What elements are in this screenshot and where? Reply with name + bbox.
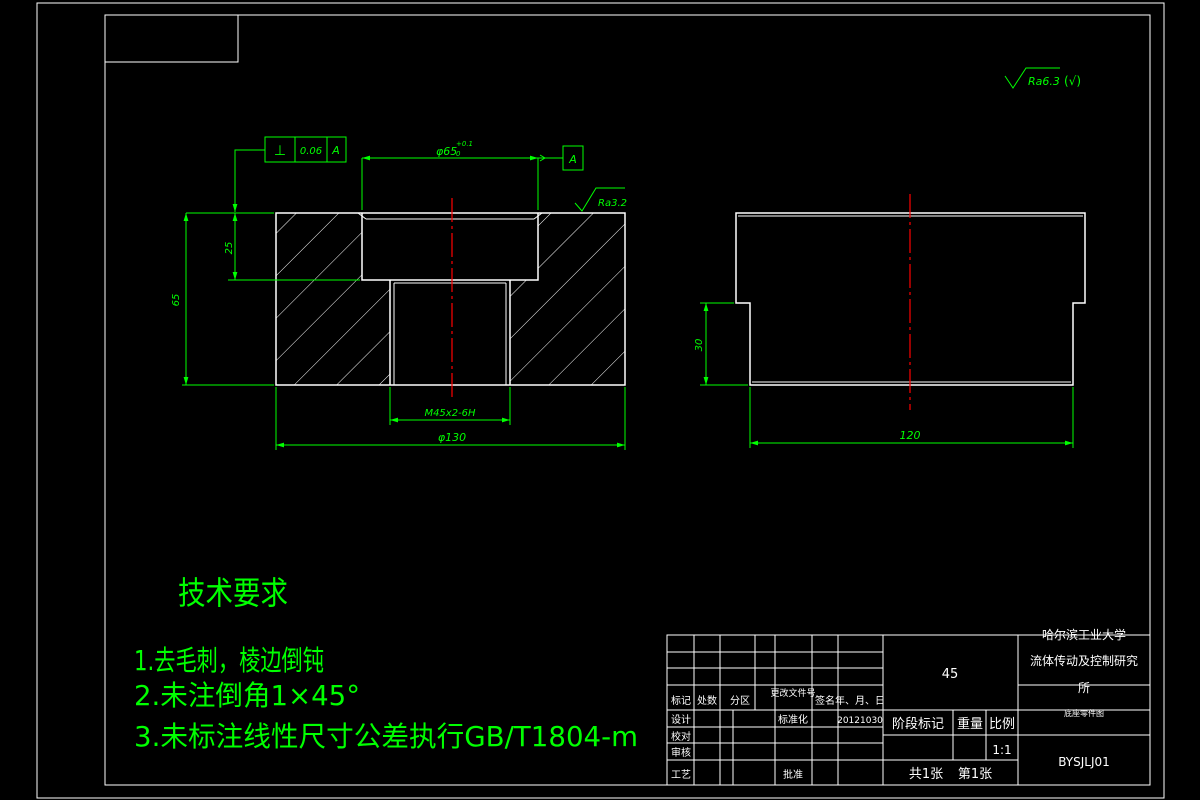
- general-roughness-bracket: (√): [1064, 74, 1081, 88]
- datum-box: [562, 145, 584, 171]
- tb-stage-mark: 阶段标记: [892, 717, 944, 732]
- dim-outer-diameter: φ130: [438, 431, 466, 444]
- dim-bore-tolerance: +0.1: [456, 140, 473, 148]
- tb-drawing-no: BYSJLJ01: [1058, 755, 1110, 769]
- tb-process: 工艺: [671, 769, 691, 781]
- tb-approve: 批准: [783, 768, 803, 781]
- section-hatch-right: [510, 213, 625, 385]
- tb-check: 校对: [671, 730, 691, 743]
- tech-item-3: 3.未标注线性尺寸公差执行GB/T1804-m: [134, 720, 638, 753]
- tb-header-date: 年、月、日: [835, 694, 885, 707]
- tech-item-2: 2.未注倒角1×45°: [134, 679, 360, 712]
- dim-height: 65: [171, 294, 182, 307]
- tb-header-count: 处数: [697, 694, 717, 707]
- outer-frame: [36, 2, 1165, 799]
- counterbore-outline: [361, 213, 539, 281]
- tolerance-value: 0.06: [300, 146, 322, 157]
- tb-scale-value: 1:1: [992, 743, 1011, 757]
- tb-institution-2: 流体传动及控制研究: [1030, 653, 1138, 668]
- tb-material: 45: [942, 667, 959, 682]
- tb-design-date: 20121030: [837, 716, 883, 726]
- tb-institution-3: 所: [1078, 681, 1090, 695]
- dim-step: 30: [694, 339, 705, 352]
- inner-frame: [104, 14, 1151, 786]
- roughness-value: Ra3.2: [598, 198, 627, 209]
- tolerance-leader: [232, 149, 265, 212]
- dim-depth: 25: [224, 242, 235, 255]
- tb-header-zone: 分区: [730, 695, 750, 707]
- general-roughness-symbol: [1004, 67, 1060, 89]
- tb-standardize: 标准化: [778, 713, 808, 726]
- thread-hole-outline: [389, 280, 511, 385]
- dim-bore-tolerance-lower: 0: [456, 150, 461, 158]
- tb-institution-1: 哈尔滨工业大学: [1042, 627, 1126, 642]
- dim-bore-diameter: φ65: [436, 145, 457, 158]
- tb-part-name: 底座零件图: [1064, 708, 1104, 718]
- datum-label: A: [568, 153, 577, 166]
- title-block: 标记 处数 分区 更改文件号 签名 年、月、日 设计 校对 审核 工艺 标准化 …: [666, 627, 1151, 786]
- datum-triangle: [539, 154, 546, 162]
- general-roughness-value: Ra6.3: [1028, 75, 1060, 88]
- general-roughness: Ra6.3 (√): [1004, 67, 1081, 89]
- part-outline: [275, 212, 626, 386]
- counterbore-chamfer: [533, 212, 543, 220]
- side-outline: [735, 212, 1086, 386]
- tb-sheets-total: 共1张: [909, 767, 943, 782]
- dim-thread: M45x2-6H: [424, 408, 476, 419]
- tb-sheet-no: 第1张: [958, 767, 992, 782]
- tech-item-1: 1.去毛刺，棱边倒钝: [134, 644, 324, 677]
- tb-design: 设计: [671, 713, 691, 726]
- tb-header-mark: 标记: [671, 695, 691, 707]
- roughness-symbol: [574, 187, 625, 212]
- tb-header-sign: 签名: [815, 694, 835, 707]
- section-hatch-left: [276, 213, 390, 385]
- tb-weight: 重量: [957, 716, 983, 732]
- counterbore-chamfer: [357, 212, 367, 220]
- front-section-view: ⊥ 0.06 A φ65 +0.1 0 A Ra3.2 25 65 M45x2-…: [171, 136, 627, 450]
- tolerance-datum: A: [331, 144, 340, 157]
- technical-requirements: 技术要求 1.去毛刺，棱边倒钝 2.未注倒角1×45° 3.未标注线性尺寸公差执…: [134, 574, 638, 753]
- side-view: 30 120: [694, 194, 1086, 448]
- tb-scale-label: 比例: [989, 717, 1015, 732]
- tb-header-change-doc: 更改文件号: [770, 687, 815, 699]
- tb-review: 审核: [671, 746, 691, 759]
- perpendicularity-symbol: ⊥: [274, 143, 286, 159]
- corner-label-box: [104, 14, 239, 63]
- tech-title: 技术要求: [178, 574, 288, 612]
- dim-width: 120: [900, 429, 921, 442]
